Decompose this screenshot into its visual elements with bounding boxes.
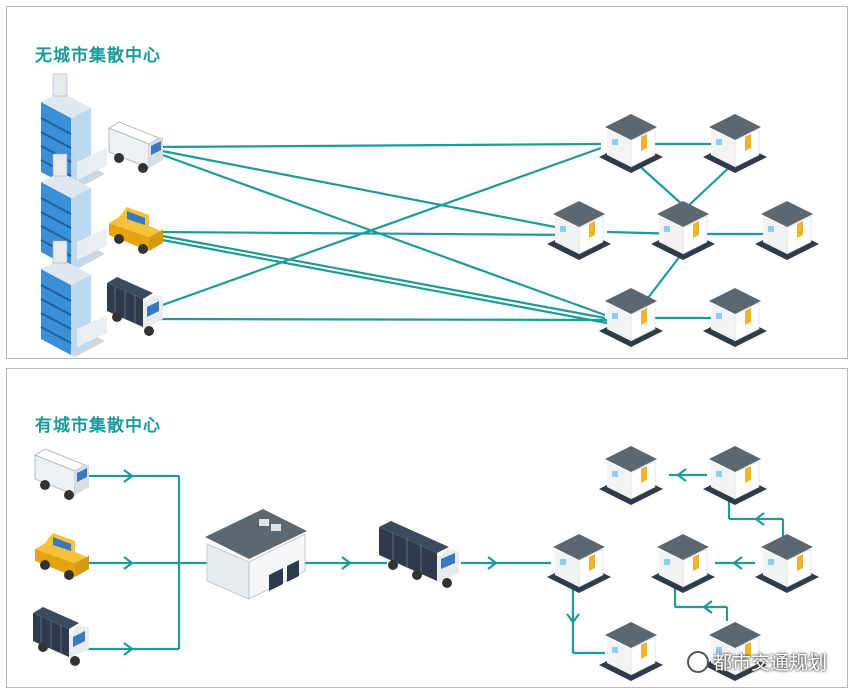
house-icon: [650, 533, 716, 594]
taxi-icon: [109, 207, 163, 254]
office-building-icon: [40, 73, 108, 191]
van-icon: [34, 448, 90, 501]
house-icon: [754, 533, 820, 594]
house-icon: [598, 621, 664, 682]
house-icon: [598, 287, 664, 348]
panel-without-hub: 无城市集散中心: [6, 6, 848, 359]
diagram-without-hub: [40, 73, 820, 358]
van-icon: [108, 121, 164, 174]
distribution-center-icon: [205, 509, 307, 600]
house-icon: [598, 113, 664, 174]
house-icon: [546, 200, 612, 261]
house-icon: [702, 287, 768, 348]
panel-with-hub: 有城市集散中心: [6, 368, 848, 688]
cargo-truck-icon: [32, 606, 90, 667]
house-icon: [702, 113, 768, 174]
diagram-with-hub: [32, 445, 820, 682]
house-icon: [702, 445, 768, 506]
panel-title-with-hub: 有城市集散中心: [35, 416, 161, 436]
cargo-truck-icon: [379, 521, 459, 588]
panel-title-without-hub: 无城市集散中心: [35, 46, 161, 66]
watermark: 都市交通规划: [686, 648, 827, 675]
house-icon: [754, 200, 820, 261]
cargo-truck-icon: [106, 276, 164, 337]
watermark-text: 都市交通规划: [712, 652, 827, 674]
taxi-icon: [35, 533, 89, 580]
house-icon: [650, 200, 716, 261]
house-icon: [546, 533, 612, 594]
wechat-icon: [686, 650, 709, 673]
house-icon: [598, 445, 664, 506]
